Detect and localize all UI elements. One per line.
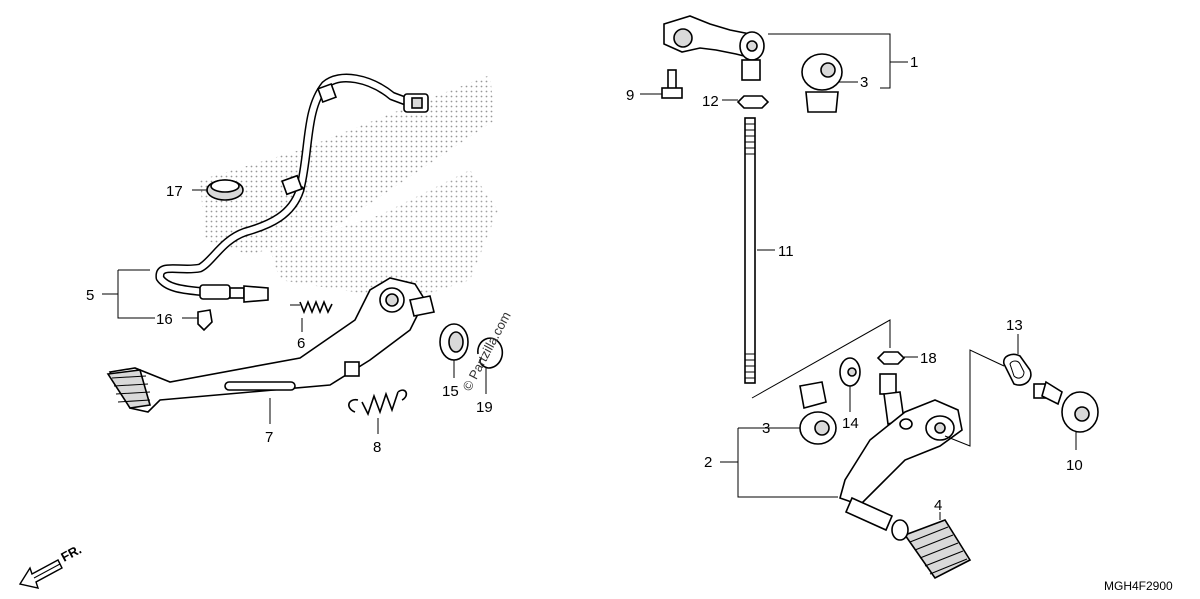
front-indicator-label: FR.: [58, 542, 84, 565]
callout-11[interactable]: 11: [778, 243, 794, 260]
shift-pedal-rubber[interactable]: [891, 519, 972, 580]
lock-nut-lower[interactable]: [876, 351, 906, 365]
callout-3-lower[interactable]: 3: [762, 420, 770, 437]
diagram-code: MGH4F2900: [1104, 579, 1173, 593]
callout-7[interactable]: 7: [265, 429, 273, 446]
callout-8[interactable]: 8: [373, 439, 381, 456]
gearshift-tie-rod[interactable]: [744, 117, 756, 384]
callout-10[interactable]: 10: [1066, 457, 1083, 474]
pedal-washer[interactable]: [839, 357, 861, 387]
stop-switch-harness[interactable]: [155, 73, 429, 303]
callout-19[interactable]: 19: [476, 399, 493, 416]
callout-12[interactable]: 12: [702, 93, 719, 110]
pivot-bolt[interactable]: [1033, 380, 1099, 433]
callout-17[interactable]: 17: [166, 183, 183, 200]
front-direction-arrow-icon: FR.: [18, 542, 84, 589]
callout-1[interactable]: 1: [910, 54, 918, 71]
group-bracket-lines: [737, 33, 1005, 498]
callout-13[interactable]: 13: [1006, 317, 1023, 334]
ball-joint-top[interactable]: [801, 53, 843, 113]
callout-18[interactable]: 18: [920, 350, 937, 367]
brake-pedal[interactable]: [106, 277, 435, 413]
callout-3-top[interactable]: 3: [860, 74, 868, 91]
wire-clip[interactable]: [197, 309, 213, 332]
dust-seal[interactable]: [1002, 353, 1032, 386]
callout-9[interactable]: 9: [626, 87, 634, 104]
callout-4[interactable]: 4: [934, 497, 942, 514]
callout-5[interactable]: 5: [86, 287, 94, 304]
circlip[interactable]: [477, 337, 504, 369]
flange-bolt[interactable]: [661, 69, 683, 99]
gearshift-arm-upper[interactable]: [663, 15, 765, 81]
callout-6[interactable]: 6: [297, 335, 305, 352]
pedal-return-spring[interactable]: [348, 389, 408, 417]
callout-16[interactable]: 16: [156, 311, 173, 328]
callout-labels: 1 3 9 12 11 18 14 3 2 4 13 10 17 5 16 6 …: [86, 54, 1083, 514]
harness-clamp[interactable]: [206, 179, 244, 201]
lock-nut-upper[interactable]: [736, 95, 770, 109]
gearshift-pedal[interactable]: [839, 373, 963, 532]
callout-2[interactable]: 2: [704, 454, 712, 471]
callout-14[interactable]: 14: [842, 415, 859, 432]
callout-15[interactable]: 15: [442, 383, 459, 400]
switch-spring[interactable]: [290, 299, 333, 315]
leader-lines: [102, 61, 1077, 520]
pivot-washer[interactable]: [439, 323, 469, 361]
frame-stipple-area: [200, 75, 498, 300]
watermark-text: © Partzilla.com: [459, 309, 513, 393]
ball-joint-lower[interactable]: [799, 381, 837, 445]
